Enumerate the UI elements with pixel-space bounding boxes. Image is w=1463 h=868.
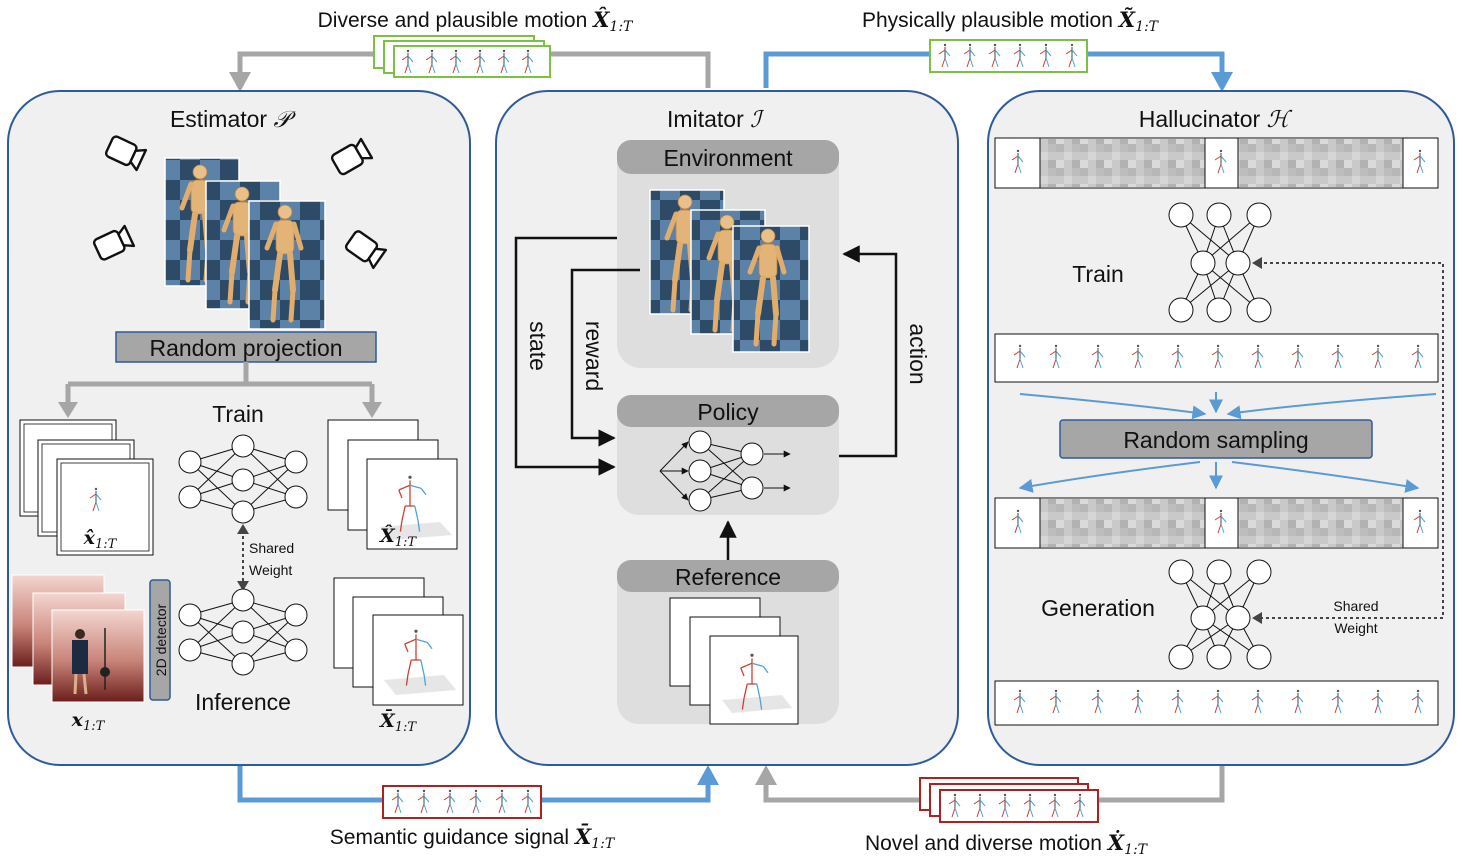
diverse-motion-label: Diverse and plausible motion X̂1:T: [318, 7, 634, 35]
random-projection-box: [115, 331, 377, 363]
reward-arrow: [570, 268, 640, 447]
novel-motion-label: Novel and diverse motion Ẋ1:T: [865, 830, 1149, 858]
semantic-guidance-frame: [382, 785, 542, 819]
diverse-motion-frames: [373, 35, 551, 78]
hallucinator-train-network: [1168, 202, 1272, 323]
sampling-diverge-arrows: [1018, 461, 1420, 493]
2d-detector-box: [149, 579, 171, 701]
reward-label: reward: [581, 321, 607, 391]
hallucinator-weight-label: Weight: [1334, 620, 1377, 636]
estimator-shared-label: Shared: [249, 540, 294, 556]
x-input-label: x1:T: [71, 709, 106, 734]
generation-label: Generation: [1041, 595, 1155, 621]
hallucinator-generation-network: [1168, 559, 1272, 670]
projection-split-arrow: [65, 362, 375, 405]
estimator-train-label: Train: [212, 401, 264, 427]
reference-label: Reference: [675, 564, 781, 590]
hallucinator-panel: Hallucinator ℋ Train: [987, 90, 1455, 766]
hallucinator-title: Hallucinator ℋ: [1139, 106, 1293, 133]
novel-motion-frames: [919, 777, 1099, 823]
estimator-weight-label: Weight: [249, 562, 292, 578]
X-bar-label: X̄1:T: [379, 710, 417, 735]
projected-2d-frames: [19, 419, 154, 556]
full-sequence-top: [994, 333, 1439, 383]
action-arrow: [839, 245, 898, 458]
random-sampling-box: [1059, 419, 1373, 459]
hallucinator-train-label: Train: [1072, 261, 1124, 287]
hallucinator-shared-weight-link: [1258, 262, 1444, 619]
simulation-renders: [164, 157, 326, 330]
physical-motion-frame: [929, 39, 1088, 73]
state-label: state: [525, 321, 551, 371]
imitator-title: Imitator ℐ: [667, 106, 765, 133]
estimator-panel: Estimator 𝒫 Random projection Train: [7, 90, 471, 766]
imitator-panel: Imitator ℐ Environment Policy: [495, 90, 959, 766]
estimated-3d-frames: [333, 577, 464, 706]
physical-motion-label: Physically plausible motion X̃1:T: [862, 7, 1160, 35]
sampling-converge-arrows: [1019, 392, 1437, 420]
estimator-inference-label: Inference: [195, 689, 291, 715]
semantic-guidance-label: Semantic guidance signal X̄1:T: [330, 824, 616, 852]
real-video-frames: [11, 574, 145, 703]
hallucinator-shared-label: Shared: [1333, 598, 1378, 614]
environment-label: Environment: [663, 145, 793, 171]
random-projection-label: Random projection: [149, 335, 342, 361]
generated-sequence: [994, 680, 1439, 726]
2d-detector-label: 2D detector: [153, 603, 169, 676]
state-arrow: [514, 236, 617, 476]
X-hat-label: X̂1:T: [379, 525, 417, 550]
estimator-train-network: [178, 434, 308, 524]
policy-network: [659, 430, 791, 512]
reference-frames: [669, 597, 799, 725]
estimator-inference-network: [178, 588, 308, 676]
policy-label: Policy: [697, 399, 759, 425]
masked-sequence-top: [994, 137, 1439, 189]
action-label: action: [905, 323, 931, 384]
environment-renders: [649, 189, 810, 353]
random-sampling-label: Random sampling: [1123, 427, 1308, 453]
masked-sequence-bottom: [994, 497, 1439, 549]
estimator-title: Estimator 𝒫: [170, 106, 297, 133]
projected-3d-frames: [327, 419, 458, 550]
x-hat-label: x̂1:T: [83, 527, 118, 552]
